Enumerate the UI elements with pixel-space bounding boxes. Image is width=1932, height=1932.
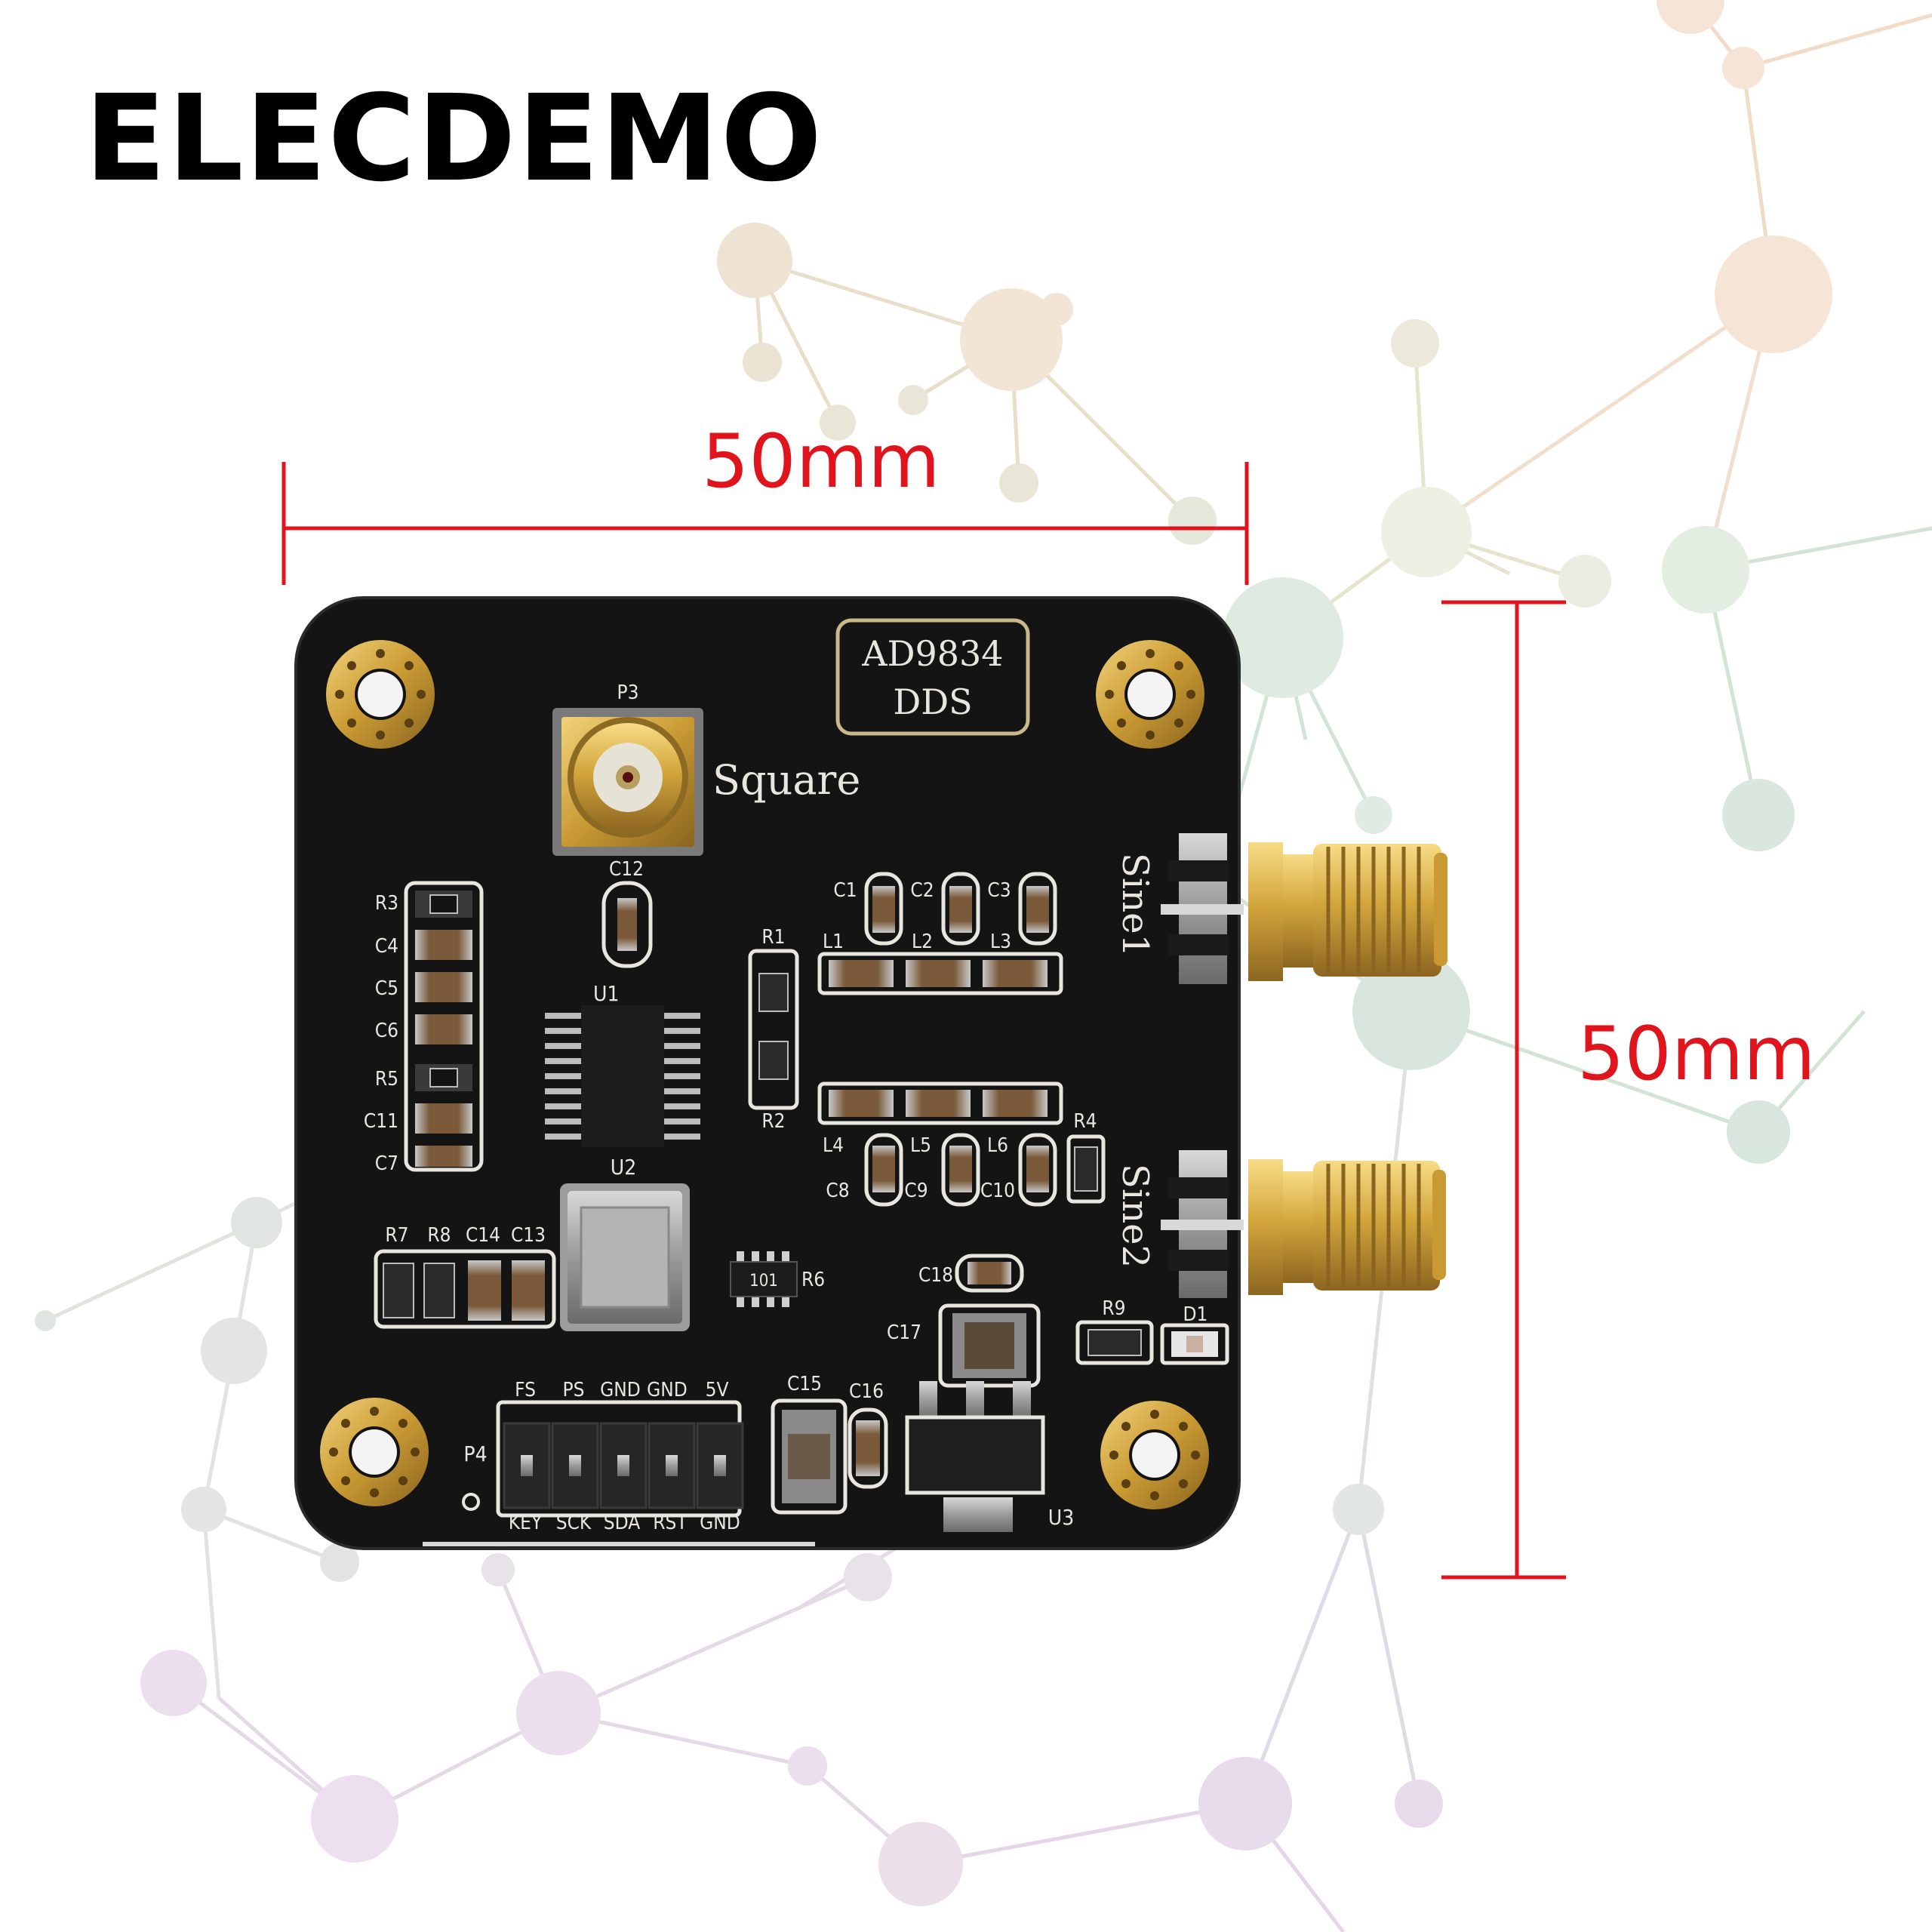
designator-c6: C6 [375, 1020, 398, 1042]
designator-r2: R2 [761, 1110, 785, 1133]
left-component-column: R3 C4 C5 C6 R5 C11 C7 [364, 881, 484, 1175]
designator-c16: C16 [849, 1380, 884, 1403]
r6-resistor-array: 101 R6 [730, 1251, 825, 1307]
designator-c14: C14 [466, 1224, 500, 1247]
bottom-left-components: R7 R8 C14 C13 [374, 1224, 556, 1329]
sine1-output-sma-connector [1161, 833, 1447, 984]
lower-filter-components: L4 L5 L6 C8 C9 C10 R4 [817, 1081, 1106, 1207]
designator-l2: L2 [912, 931, 933, 953]
designator-r8: R8 [427, 1224, 451, 1247]
designator-c7: C7 [375, 1152, 398, 1175]
header-top-fs: FS [515, 1379, 536, 1401]
sine2-output-sma-connector [1161, 1150, 1446, 1298]
designator-r1: R1 [761, 926, 785, 949]
designator-c1: C1 [833, 879, 857, 902]
header-bottom-key: KEY [509, 1512, 543, 1534]
designator-c13: C13 [511, 1224, 546, 1247]
regulator-area: C18 C17 U3 [887, 1254, 1074, 1532]
header-top-gnd-1: GND [600, 1379, 641, 1401]
designator-l3: L3 [990, 931, 1011, 953]
label-sine2: Sine2 [1114, 1164, 1156, 1268]
designator-c11: C11 [364, 1110, 398, 1133]
designator-c17: C17 [887, 1321, 921, 1344]
designator-c3: C3 [987, 879, 1011, 902]
header-bottom-sda: SDA [604, 1512, 640, 1534]
header-top-gnd-2: GND [647, 1379, 688, 1401]
designator-c8: C8 [826, 1180, 849, 1202]
u2-crystal-oscillator: U2 [560, 1155, 690, 1331]
header-bottom-sck: SCK [556, 1512, 592, 1534]
designator-c15: C15 [787, 1373, 822, 1395]
designator-l4: L4 [823, 1134, 844, 1157]
chip-label-ad9834: AD9834 [861, 633, 1003, 674]
header-bottom-rst: RST [653, 1512, 688, 1534]
designator-u2: U2 [611, 1155, 636, 1180]
height-dimension-label: 50mm [1577, 1011, 1816, 1097]
designator-c12: C12 [609, 858, 644, 881]
designator-r5: R5 [375, 1068, 398, 1091]
resistor-marking: 101 [749, 1272, 778, 1291]
upper-filter-components: C1 C2 C3 L1 L2 L3 [817, 872, 1063, 995]
designator-p3: P3 [617, 681, 639, 704]
designator-l6: L6 [987, 1134, 1008, 1157]
header-top-ps: PS [563, 1379, 585, 1401]
p4-pin-header: FS PS GND GND 5V KEY SCK SDA RST GND P4 [462, 1379, 744, 1534]
designator-c10: C10 [980, 1180, 1015, 1202]
designator-l5: L5 [910, 1134, 931, 1157]
header-top-5v: 5V [706, 1379, 729, 1401]
designator-c18: C18 [918, 1264, 953, 1287]
designator-r4: R4 [1073, 1110, 1097, 1133]
pcb-board: AD9834 DDS P3 Square C12 R3 [294, 596, 1447, 1550]
designator-r7: R7 [385, 1224, 408, 1247]
designator-c9: C9 [904, 1180, 928, 1202]
label-sine1: Sine1 [1114, 853, 1156, 957]
designator-d1: D1 [1183, 1303, 1208, 1326]
chip-label-dds: DDS [893, 681, 972, 722]
mounting-holes [320, 640, 1209, 1509]
square-output-sma-connector [552, 708, 703, 856]
width-dimension-label: 50mm [702, 419, 940, 505]
designator-r3: R3 [375, 892, 398, 915]
designator-c2: C2 [910, 879, 934, 902]
designator-l1: L1 [823, 931, 844, 953]
designator-u1: U1 [593, 981, 619, 1006]
designator-p4: P4 [463, 1441, 487, 1466]
header-bottom-gnd: GND [700, 1512, 740, 1534]
designator-r9: R9 [1102, 1297, 1125, 1320]
molecule-network-background [35, 0, 1932, 1932]
dimension-lines [281, 462, 1566, 1580]
designator-u3: U3 [1048, 1505, 1074, 1530]
brand-title: ELECDEMO [85, 69, 824, 208]
designator-c5: C5 [375, 977, 398, 1000]
designator-c4: C4 [375, 935, 398, 958]
u1-ad9834-chip: U1 [545, 981, 700, 1147]
designator-r6: R6 [801, 1269, 825, 1291]
label-square: Square [712, 756, 860, 804]
